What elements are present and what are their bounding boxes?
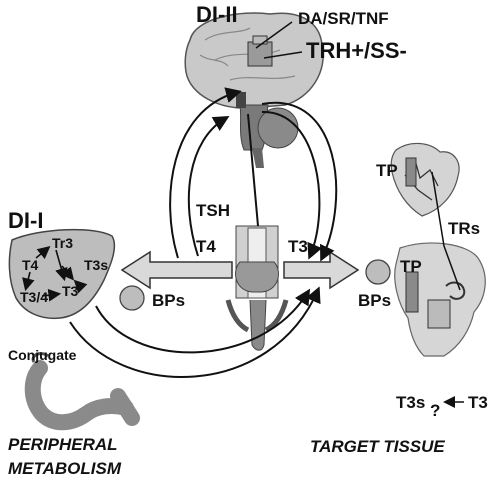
- trh-ss-label: TRH+/SS-: [306, 38, 407, 63]
- t3-block-arrow: [283, 250, 360, 290]
- di2-label: DI-II: [196, 2, 238, 27]
- t4-flow-label: T4: [196, 237, 216, 256]
- liver-tr3-label: Tr3: [52, 235, 74, 251]
- kidney-illustration: [394, 242, 486, 357]
- t4-block-arrow: [120, 250, 233, 290]
- liver-t3s-label: T3s: [84, 257, 109, 273]
- tsh-label: TSH: [196, 201, 230, 220]
- bps-left-circle: [119, 285, 145, 311]
- conjugate-label: Conjugate: [8, 347, 77, 363]
- t3-bottom-label: T3: [468, 393, 488, 412]
- brain-illustration: [184, 12, 324, 168]
- heart-illustration: [390, 142, 460, 217]
- liver-t4-label: T4: [22, 257, 39, 273]
- liver-reaction-arrows: [22, 245, 88, 302]
- arc-liver-to-brain-outer: [169, 87, 242, 259]
- target-tissue-label: TARGET TISSUE: [310, 437, 445, 456]
- bps-right-circle: [365, 259, 391, 285]
- arc-brain-to-target-inner: [261, 110, 323, 260]
- intestine-illustration: [24, 352, 140, 431]
- arc-liver-lower-outer: [69, 286, 321, 378]
- tp-heart-label: TP: [376, 161, 398, 180]
- t3s-bottom-label: T3s: [396, 393, 426, 412]
- arc-liver-lower-inner: [95, 288, 311, 354]
- trs-label: TRs: [448, 219, 481, 238]
- t3-flow-label: T3: [288, 237, 308, 256]
- peripheral-label: PERIPHERAL: [8, 435, 118, 454]
- thyroid-illustration: [225, 225, 289, 351]
- liver-t34-label: T3/4: [20, 289, 49, 305]
- brain-label-pointers: [255, 21, 303, 59]
- bps-left-label: BPs: [152, 291, 186, 310]
- question-mark-label: ?: [430, 401, 441, 420]
- arc-liver-to-brain-inner: [187, 115, 230, 257]
- metabolism-label: METABOLISM: [8, 459, 122, 478]
- da-sr-tnf-label: DA/SR/TNF: [298, 9, 389, 28]
- tp-kidney-label: TP: [400, 257, 422, 276]
- tsh-line: [247, 113, 259, 227]
- arc-brain-to-target-outer: [261, 101, 338, 262]
- di1-label: DI-I: [8, 208, 44, 233]
- liver-t3-label: T3: [62, 283, 79, 299]
- trs-pointer-lines: [431, 171, 461, 291]
- bps-right-label: BPs: [358, 291, 392, 310]
